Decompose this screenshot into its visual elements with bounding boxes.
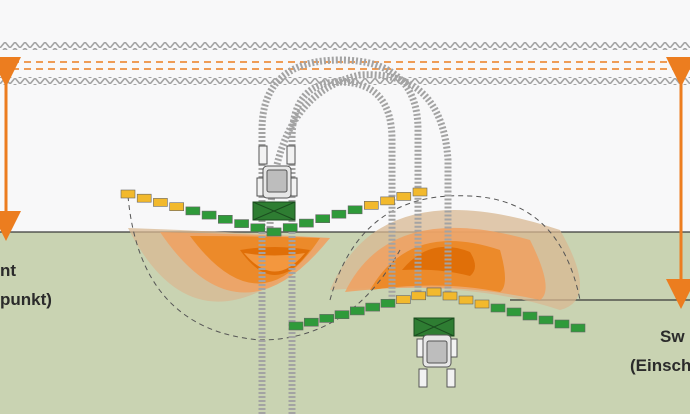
bottom-boom-right-section-2 bbox=[442, 291, 458, 301]
turn-outline-right bbox=[329, 195, 581, 301]
top-boom-left-section-8 bbox=[234, 219, 249, 228]
bottom-boom-right-section-8 bbox=[538, 315, 554, 325]
top-boom-left-section-1 bbox=[120, 189, 136, 199]
top-boom-left-section-7 bbox=[218, 215, 233, 224]
right-label-line1: Sw bbox=[660, 327, 685, 346]
bottom-boom-left-section-3 bbox=[319, 314, 335, 323]
bottom-boom-right-section-7 bbox=[522, 311, 538, 321]
top-boom-right-section-7 bbox=[363, 201, 379, 210]
bottom-boom-left-section-6 bbox=[365, 302, 381, 312]
bottom-boom-left-section-1 bbox=[288, 321, 304, 331]
top-boom-right-section-4 bbox=[315, 214, 331, 223]
turning-tracks bbox=[258, 56, 452, 414]
bottom-boom-right-section-9 bbox=[554, 319, 570, 329]
bottom-boom-right-section-4 bbox=[474, 299, 490, 309]
right-label-line2: (Einsch bbox=[630, 356, 690, 375]
top-boom-left-section-4 bbox=[169, 202, 184, 211]
left-label-line1: nt bbox=[0, 261, 17, 280]
top-boom-left-section-6 bbox=[201, 210, 217, 220]
top-boom-left-section-2 bbox=[136, 193, 152, 203]
top-boom-right-section-1 bbox=[266, 227, 282, 237]
bottom-boom-right-section-5 bbox=[490, 303, 506, 313]
sprayer-boom-bottom bbox=[288, 287, 586, 333]
bottom-boom-left-section-9 bbox=[411, 291, 427, 301]
top-boom-right-section-5 bbox=[331, 209, 347, 219]
top-boom-left-section-5 bbox=[185, 206, 201, 216]
tractor-icon bbox=[256, 145, 298, 199]
top-boom-left-section-3 bbox=[153, 198, 168, 207]
top-boom-right-section-3 bbox=[299, 218, 314, 228]
top-boom-right-section-9 bbox=[396, 192, 412, 201]
bottom-boom-right-section-3 bbox=[458, 295, 474, 305]
top-boom-right-section-8 bbox=[380, 196, 395, 206]
boundary-track-top bbox=[0, 42, 690, 50]
left-label-line2: punkt) bbox=[0, 290, 52, 309]
bottom-boom-left-section-7 bbox=[380, 298, 396, 308]
bottom-boom-left-section-4 bbox=[334, 310, 350, 320]
sprayer-boom-top bbox=[120, 187, 428, 237]
bottom-boom-left-section-2 bbox=[303, 317, 319, 327]
top-boom-right-section-10 bbox=[412, 187, 428, 197]
bottom-boom-right-section-10 bbox=[570, 323, 586, 333]
tractor-icon bbox=[416, 334, 458, 388]
top-boom-right-section-2 bbox=[282, 223, 298, 232]
bottom-boom-right-section-6 bbox=[506, 307, 522, 317]
turn-outline-left bbox=[127, 195, 401, 341]
field-area bbox=[0, 232, 690, 414]
top-boom-right-section-6 bbox=[347, 205, 363, 215]
bottom-boom-left-section-5 bbox=[349, 306, 365, 316]
headland-area bbox=[0, 0, 690, 232]
bottom-boom-right-section-1 bbox=[426, 287, 442, 297]
top-boom-left-section-9 bbox=[250, 223, 266, 233]
bottom-boom-left-section-8 bbox=[395, 295, 411, 304]
